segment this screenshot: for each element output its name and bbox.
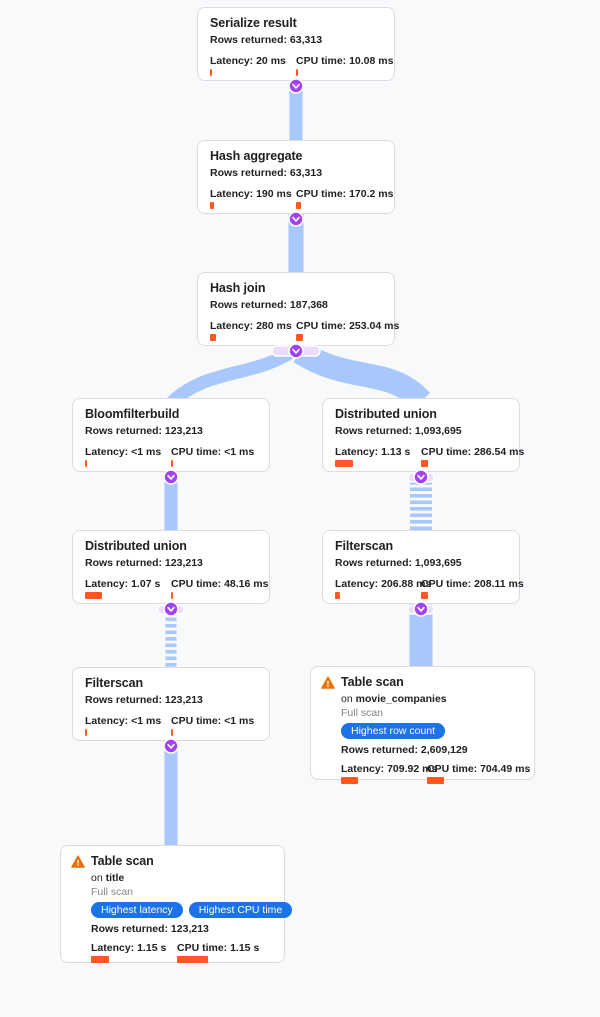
edge-distunion-filterscan-left	[165, 603, 177, 668]
node-title: Hash aggregate	[210, 149, 303, 163]
collapse-chevron-icon[interactable]	[288, 211, 304, 227]
latency-bar	[210, 334, 216, 341]
latency-label: Latency: <1 ms	[85, 715, 162, 727]
rows-returned: Rows returned: 63,313	[210, 34, 323, 46]
scan-type: Full scan	[341, 707, 384, 719]
cpu-label: CPU time: 286.54 ms	[421, 446, 525, 458]
plan-node-filterscan-right[interactable]: Filterscan Rows returned: 1,093,695 Late…	[322, 530, 524, 604]
edge-hashjoin-bloomfilter	[166, 345, 297, 408]
edge-filterscan-tablescan-right	[409, 603, 433, 667]
plan-node-serialize-result[interactable]: Serialize result Rows returned: 63,313 L…	[197, 7, 395, 81]
plan-node-distributed-union-left[interactable]: Distributed union Rows returned: 123,213…	[72, 530, 270, 604]
plan-node-distributed-union-right[interactable]: Distributed union Rows returned: 1,093,6…	[322, 398, 525, 472]
latency-bar	[210, 69, 212, 76]
plan-node-table-scan-title[interactable]: Table scan on title Full scan Highest la…	[60, 845, 293, 963]
cpu-bar	[421, 592, 428, 599]
rows-returned: Rows returned: 123,213	[85, 694, 203, 706]
edge-hashjoin-distunion	[293, 341, 430, 410]
warning-icon	[321, 676, 335, 689]
plan-node-hash-aggregate[interactable]: Hash aggregate Rows returned: 63,313 Lat…	[197, 140, 395, 214]
edge-bloomfilter-distunion	[164, 471, 178, 531]
table-name: movie_companies	[355, 693, 447, 705]
collapse-chevron-icon[interactable]	[288, 343, 304, 359]
latency-label: Latency: 206.88 ms	[335, 578, 432, 590]
cpu-bar	[171, 592, 173, 599]
latency-label: Latency: 280 ms	[210, 320, 292, 332]
badge-highest-row-count: Highest row count	[341, 723, 446, 739]
rows-returned: Rows returned: 123,213	[85, 425, 203, 437]
node-title: Table scan	[341, 675, 404, 689]
latency-bar	[210, 202, 214, 209]
plan-node-filterscan-left[interactable]: Filterscan Rows returned: 123,213 Latenc…	[72, 667, 270, 741]
latency-bar	[335, 592, 340, 599]
rows-returned: Rows returned: 1,093,695	[335, 425, 462, 437]
badge-highest-latency: Highest latency	[91, 902, 183, 918]
edge-filterscan-tablescan-left	[164, 740, 178, 846]
node-title: Table scan	[91, 854, 154, 868]
scan-target: on movie_companies	[341, 693, 447, 705]
cpu-label: CPU time: 10.08 ms	[296, 55, 394, 67]
latency-bar	[341, 777, 358, 784]
collapse-chevron-icon[interactable]	[288, 78, 304, 94]
cpu-label: CPU time: 253.04 ms	[296, 320, 400, 332]
latency-bar	[85, 460, 87, 467]
cpu-label: CPU time: 170.2 ms	[296, 188, 394, 200]
plan-node-hash-join[interactable]: Hash join Rows returned: 187,368 Latency…	[197, 272, 400, 346]
cpu-bar	[296, 202, 301, 209]
latency-label: Latency: <1 ms	[85, 446, 162, 458]
node-title: Bloomfilterbuild	[85, 407, 180, 421]
rows-returned: Rows returned: 123,213	[91, 923, 209, 935]
latency-label: Latency: 190 ms	[210, 188, 292, 200]
collapse-chevron-icon[interactable]	[163, 601, 179, 617]
node-title: Filterscan	[85, 676, 144, 690]
edge-distunion-filterscan-right	[410, 472, 432, 531]
latency-label: Latency: 1.07 s	[85, 578, 161, 590]
node-title: Filterscan	[335, 539, 394, 553]
edge-hashagg-hashjoin	[288, 214, 304, 273]
rows-returned: Rows returned: 63,313	[210, 167, 323, 179]
collapse-chevron-icon[interactable]	[413, 469, 429, 485]
cpu-label: CPU time: <1 ms	[171, 715, 255, 727]
node-title: Distributed union	[85, 539, 187, 553]
table-name: title	[105, 872, 125, 884]
cpu-label: CPU time: 208.11 ms	[421, 578, 524, 590]
latency-bar	[335, 460, 353, 467]
cpu-label: CPU time: <1 ms	[171, 446, 255, 458]
badge-highest-cpu-time: Highest CPU time	[188, 902, 293, 918]
plan-node-bloomfilterbuild[interactable]: Bloomfilterbuild Rows returned: 123,213 …	[72, 398, 270, 472]
edge-serialize-hashagg	[289, 81, 303, 141]
collapse-chevron-icon[interactable]	[163, 469, 179, 485]
cpu-label: CPU time: 48.16 ms	[171, 578, 269, 590]
cpu-bar	[171, 460, 173, 467]
warning-icon	[71, 855, 85, 868]
latency-label: Latency: 709.92 ms	[341, 763, 438, 775]
rows-returned: Rows returned: 2,609,129	[341, 744, 468, 756]
cpu-bar	[171, 729, 173, 736]
latency-bar	[85, 592, 102, 599]
latency-label: Latency: 1.13 s	[335, 446, 411, 458]
cpu-bar	[427, 777, 444, 784]
collapse-chevron-icon[interactable]	[163, 738, 179, 754]
latency-label: Latency: 1.15 s	[91, 942, 167, 954]
scan-target: on title	[91, 872, 125, 884]
cpu-label: CPU time: 704.49 ms	[427, 763, 531, 775]
latency-bar	[91, 956, 109, 963]
cpu-bar	[177, 956, 208, 963]
node-title: Hash join	[210, 281, 266, 295]
cpu-bar	[296, 69, 298, 76]
latency-label: Latency: 20 ms	[210, 55, 286, 67]
cpu-bar	[421, 460, 428, 467]
latency-bar	[85, 729, 87, 736]
cpu-bar	[296, 334, 303, 341]
node-title: Distributed union	[335, 407, 437, 421]
plan-node-table-scan-movie-companies[interactable]: Table scan on movie_companies Full scan …	[310, 666, 535, 784]
cpu-label: CPU time: 1.15 s	[177, 942, 260, 954]
scan-type: Full scan	[91, 886, 134, 898]
node-title: Serialize result	[210, 16, 297, 30]
rows-returned: Rows returned: 1,093,695	[335, 557, 462, 569]
collapse-chevron-icon[interactable]	[413, 601, 429, 617]
rows-returned: Rows returned: 123,213	[85, 557, 203, 569]
rows-returned: Rows returned: 187,368	[210, 299, 328, 311]
